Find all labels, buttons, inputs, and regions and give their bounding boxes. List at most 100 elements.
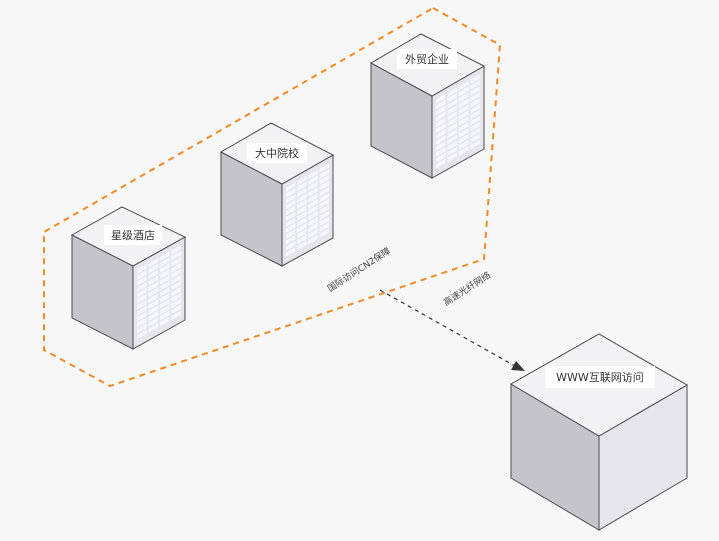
building-window [297, 240, 307, 251]
building-hotel-windows [137, 245, 181, 340]
building-window [458, 134, 469, 144]
building-window [286, 194, 296, 204]
building-window [159, 257, 170, 267]
building-window [171, 286, 181, 297]
building-window [470, 92, 480, 102]
building-window [137, 311, 147, 322]
building-window [148, 287, 159, 298]
building-window [148, 275, 159, 286]
building-window [286, 182, 296, 192]
building-window [458, 128, 469, 138]
building-window [447, 111, 458, 121]
building-hotel: 星级酒店 [70, 206, 187, 350]
building-window [308, 175, 318, 185]
connection-label-right: 高速光纤网络 [441, 269, 493, 308]
building-window [470, 109, 480, 120]
building-window [458, 92, 469, 103]
building-window [436, 105, 446, 116]
building-window [319, 204, 329, 215]
building-window [148, 257, 159, 268]
building-enterprise-label-bg [397, 49, 457, 69]
building-enterprise-windows [436, 74, 480, 169]
building-window [447, 116, 458, 127]
building-window [319, 192, 329, 203]
building-window [137, 270, 147, 280]
building-window [308, 193, 318, 203]
building-window [308, 216, 318, 227]
building-school: 大中院校 [219, 122, 335, 267]
building-school-label-bg [247, 143, 307, 163]
building-window [159, 263, 170, 273]
building-window [159, 311, 170, 321]
building-enterprise: 外贸企业 [369, 33, 486, 179]
building-window [286, 229, 296, 239]
building-window [171, 274, 181, 285]
building-window [286, 247, 296, 257]
building-window [286, 205, 296, 216]
building-window [470, 133, 480, 144]
building-window [171, 268, 181, 279]
building-window [308, 169, 318, 179]
building-window [286, 199, 296, 210]
building-window [148, 299, 159, 309]
building-window [159, 251, 170, 261]
building-window [308, 205, 318, 215]
building-window [308, 228, 318, 239]
building-window [148, 311, 159, 321]
building-window [171, 251, 181, 261]
building-window [148, 281, 159, 292]
building-window [159, 287, 170, 297]
building-window [319, 222, 329, 232]
building-window [470, 74, 480, 84]
building-window [319, 169, 329, 179]
building-window [308, 187, 318, 197]
building-group-boundary [43, 6, 502, 388]
building-window [447, 99, 458, 109]
building-window [436, 135, 446, 145]
building-hotel-label-bg [104, 225, 162, 245]
building-window [148, 293, 159, 304]
building-window [447, 140, 458, 151]
building-window [297, 187, 307, 198]
building-window [447, 128, 458, 139]
building-window [436, 141, 446, 151]
building-window [137, 276, 147, 286]
internet-label-bg [545, 366, 655, 388]
building-window [447, 122, 458, 133]
building-window [137, 323, 147, 334]
building-window [458, 110, 469, 120]
building-window [159, 305, 170, 315]
building-window [319, 210, 329, 221]
building-window [319, 175, 329, 185]
building-window [308, 199, 318, 209]
building-window [470, 80, 480, 90]
building-window [458, 86, 469, 97]
building-window [148, 263, 159, 274]
building-window [297, 205, 307, 215]
building-window [458, 116, 469, 126]
building-window [319, 228, 329, 238]
building-window [297, 193, 307, 203]
building-window [436, 99, 446, 110]
building-hotel-label: 星级酒店 [111, 228, 155, 242]
building-window [319, 216, 329, 226]
building-window [159, 269, 170, 279]
building-window [436, 93, 446, 104]
building-window [286, 211, 296, 222]
building-window [137, 264, 147, 274]
building-window [436, 123, 446, 133]
building-window [458, 104, 469, 115]
building-window [436, 152, 446, 163]
building-window [137, 282, 147, 292]
building-window [159, 275, 170, 285]
building-window [308, 234, 318, 244]
building-window [436, 129, 446, 139]
building-window [297, 229, 307, 239]
building-window [159, 293, 170, 303]
building-window [319, 180, 329, 191]
internet-label: WWW互联网访问 [556, 371, 644, 384]
building-window [458, 122, 469, 132]
building-window [286, 241, 296, 251]
building-window [308, 181, 318, 191]
building-enterprise-label: 外贸企业 [405, 52, 449, 66]
